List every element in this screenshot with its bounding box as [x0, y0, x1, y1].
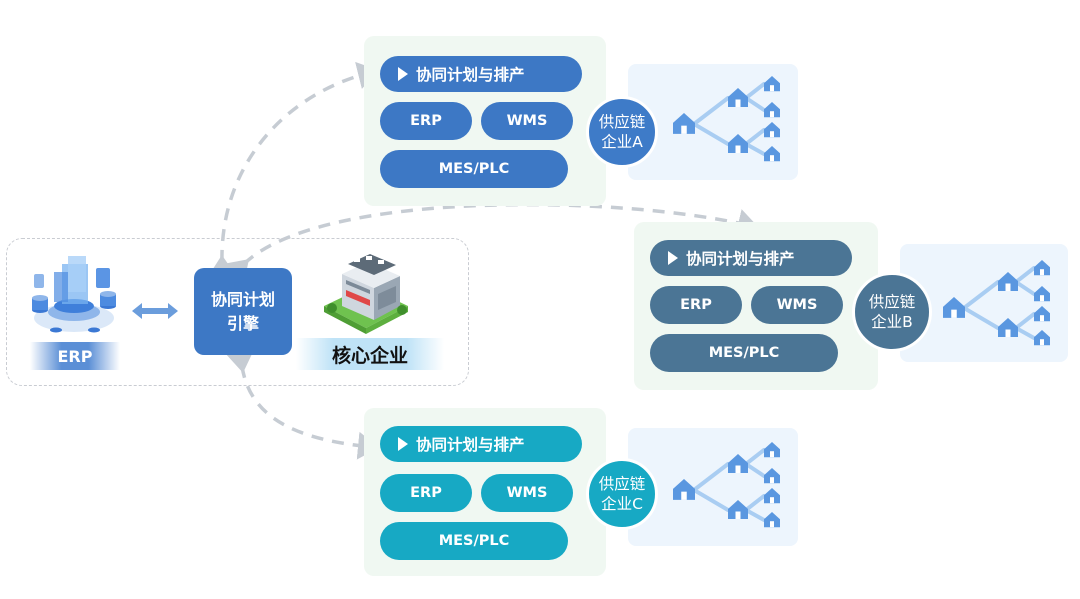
mes-plc-label: MES/PLC	[438, 533, 510, 549]
wms-label: WMS	[506, 113, 548, 129]
mes-plc-label: MES/PLC	[708, 345, 780, 361]
wms-button[interactable]: WMS	[751, 286, 843, 324]
double-arrow-icon	[132, 303, 178, 319]
wms-button[interactable]: WMS	[481, 102, 573, 140]
collaborative-planning-engine[interactable]: 协同计划 引擎	[194, 268, 292, 355]
building-icon	[324, 254, 408, 334]
erp-button[interactable]: ERP	[380, 474, 472, 512]
erp-label: ERP	[680, 297, 712, 313]
arrow-to-supplier-c	[226, 350, 379, 460]
plan-scheduling-button[interactable]: 协同计划与排产	[380, 426, 582, 462]
supplier-node-label-line1: 供应链	[868, 292, 916, 311]
erp-server-icon	[32, 256, 116, 333]
wms-label: WMS	[776, 297, 818, 313]
arrow-to-supplier-b	[224, 202, 759, 284]
core-enterprise-box	[6, 238, 469, 386]
plan-scheduling-label: 协同计划与排产	[416, 66, 525, 84]
supplier-c-node[interactable]: 供应链企业C	[586, 458, 658, 530]
plan-scheduling-button[interactable]: 协同计划与排产	[380, 56, 582, 92]
plan-scheduling-label: 协同计划与排产	[416, 436, 525, 454]
mes-plc-button[interactable]: MES/PLC	[380, 522, 568, 560]
play-arrow-icon	[398, 67, 408, 81]
mes-plc-label: MES/PLC	[438, 161, 510, 177]
erp-button[interactable]: ERP	[380, 102, 472, 140]
engine-label-line2: 引擎	[226, 313, 259, 333]
core-enterprise-label: 核心企业	[296, 338, 444, 370]
supplier-a-node[interactable]: 供应链企业A	[586, 96, 658, 168]
plan-scheduling-label: 协同计划与排产	[686, 250, 795, 268]
erp-label: ERP	[410, 485, 442, 501]
play-arrow-icon	[668, 251, 678, 265]
supplier-node-label-line2: 企业A	[601, 133, 643, 151]
plan-scheduling-button[interactable]: 协同计划与排产	[650, 240, 852, 276]
supplier-node-label-line2: 企业C	[601, 495, 643, 513]
engine-label-line1: 协同计划	[210, 290, 275, 310]
supplier-node-label-line2: 企业B	[871, 313, 913, 331]
mes-plc-button[interactable]: MES/PLC	[380, 150, 568, 188]
supplier-b-node[interactable]: 供应链企业B	[852, 272, 932, 352]
wms-label: WMS	[506, 485, 548, 501]
erp-button[interactable]: ERP	[650, 286, 742, 324]
erp-label: ERP	[410, 113, 442, 129]
supplier-node-label-line1: 供应链	[598, 112, 646, 131]
erp-label: ERP	[30, 342, 120, 370]
play-arrow-icon	[398, 437, 408, 451]
arrow-to-supplier-a	[208, 61, 379, 277]
mes-plc-button[interactable]: MES/PLC	[650, 334, 838, 372]
wms-button[interactable]: WMS	[481, 474, 573, 512]
supplier-node-label-line1: 供应链	[598, 474, 646, 493]
